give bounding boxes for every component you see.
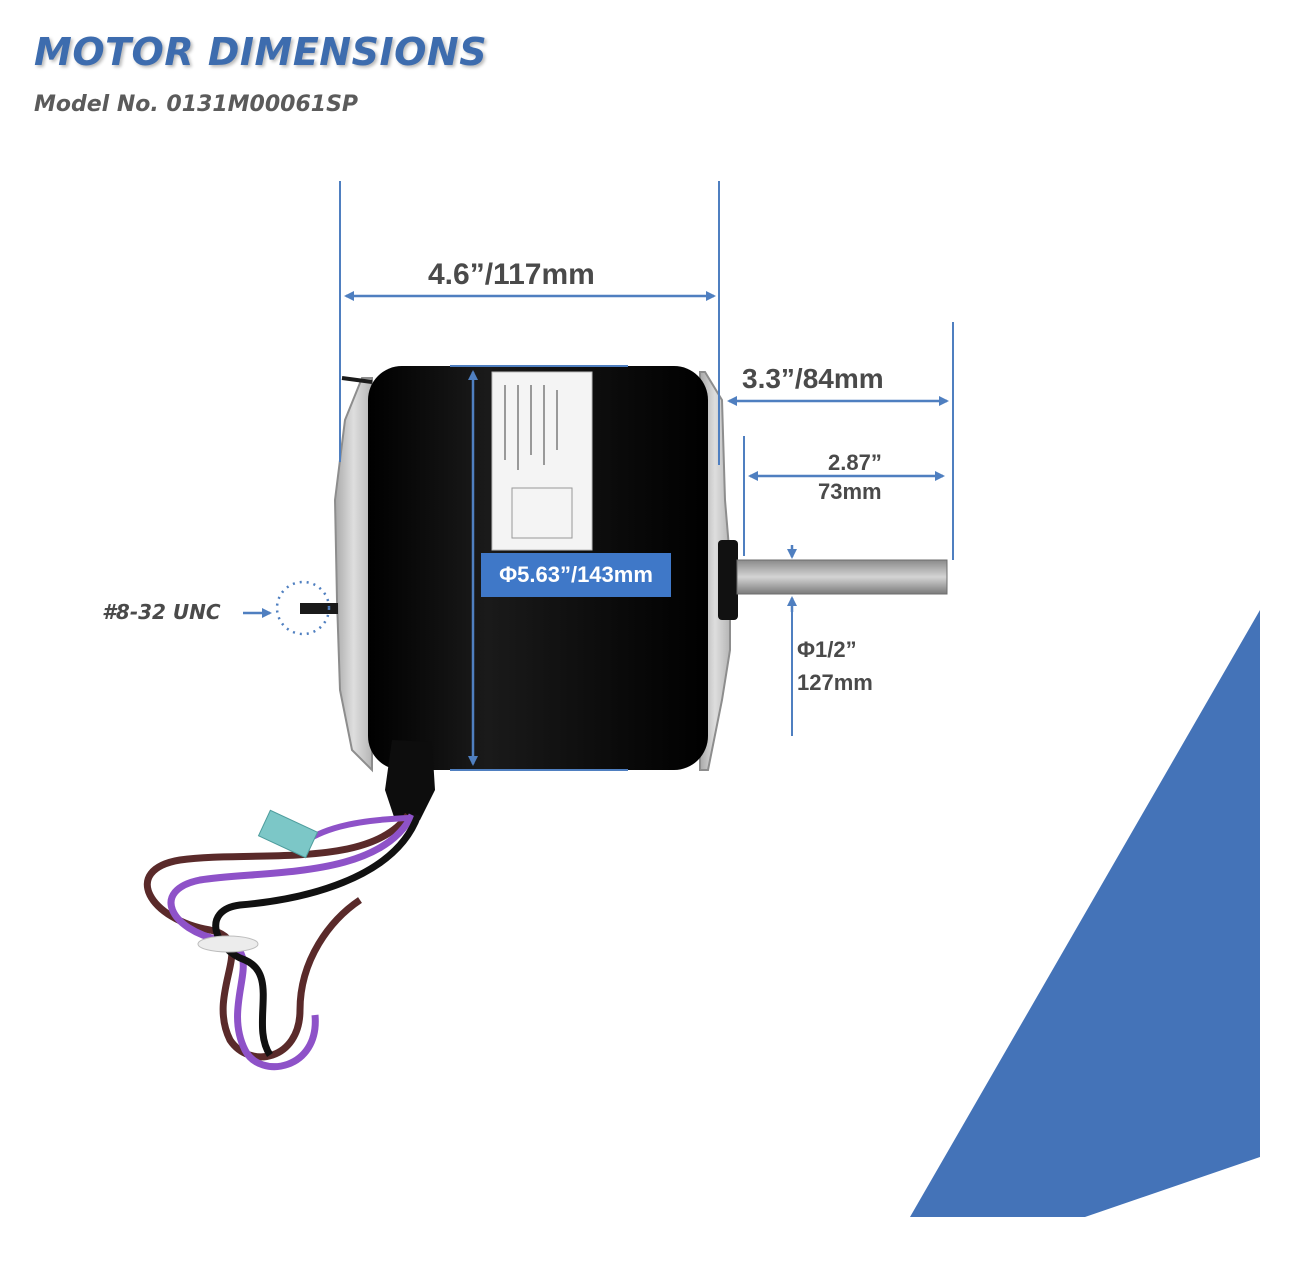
shaft-diameter-mm-label: 127mm [797,670,873,695]
corner-triangle [910,610,1260,1217]
diameter-label: Φ5.63”/143mm [481,553,671,597]
page-title: MOTOR DIMENSIONS [34,30,488,74]
shaft-length-label: 3.3”/84mm [742,363,884,394]
motor-shaft [736,559,948,595]
motor-label-sticker [491,371,593,551]
model-number: Model No. 0131M00061SP [34,92,359,117]
usable-shaft-inch-label: 2.87” [828,450,882,475]
diameter-dimension [450,365,628,771]
mounting-stud [275,580,338,636]
usable-shaft-mm-label: 73mm [818,479,882,504]
length-dimension [339,181,720,465]
length-label: 4.6”/117mm [428,258,595,291]
usable-shaft-dimension [743,436,945,556]
thread-label: #8-32 UNC [102,600,221,624]
shaft-diameter-inch-label: Φ1/2” [797,637,857,662]
shaft-length-dimension [727,322,954,560]
wire-bundle [143,740,435,1071]
